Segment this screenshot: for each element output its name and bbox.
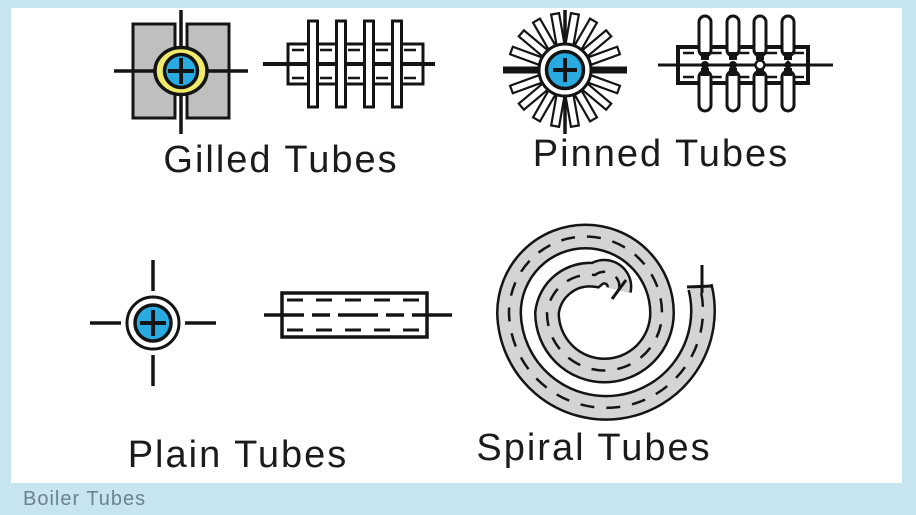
diagram-panel: Gilled Tubes	[11, 8, 902, 483]
pinned-tubes-label: Pinned Tubes	[532, 133, 790, 175]
spiral-tubes-label: Spiral Tubes	[476, 427, 712, 469]
gilled-tubes-label: Gilled Tubes	[163, 139, 399, 181]
plain-tubes-label: Plain Tubes	[127, 434, 349, 476]
spiral-tube-icon	[495, 223, 716, 421]
plain-tube-cross-section-icon	[90, 260, 216, 386]
pinned-tube-side-view-icon	[658, 14, 833, 113]
diagram-caption: Boiler Tubes	[23, 488, 147, 510]
pinned-tube-cross-section-icon	[503, 10, 627, 134]
gilled-tube-cross-section-icon	[114, 10, 248, 134]
gilled-tube-side-view-icon	[263, 19, 435, 109]
plain-tube-side-view-icon	[264, 291, 452, 339]
